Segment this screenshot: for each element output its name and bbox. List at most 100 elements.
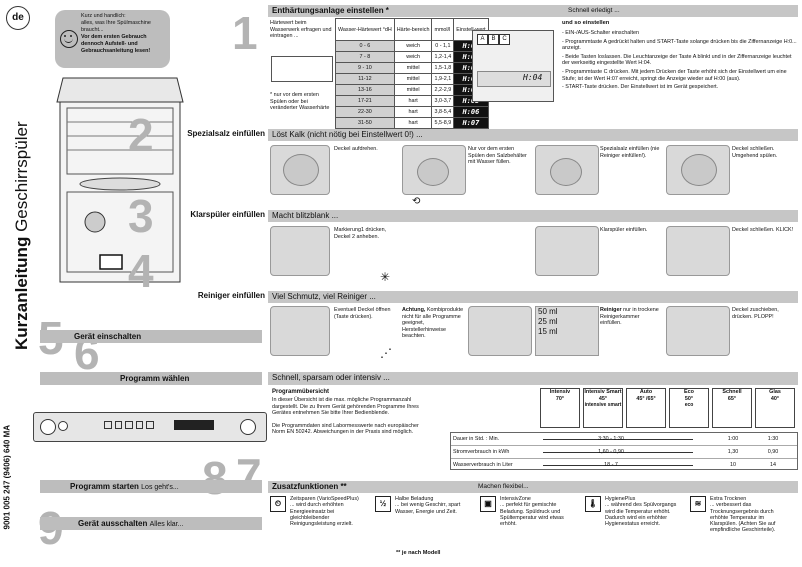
section-3-header: Macht blitzblank ... bbox=[268, 210, 798, 222]
detergent-measure-image: 50 ml 25 ml 15 ml bbox=[535, 306, 599, 356]
step-number-4: 4 bbox=[128, 245, 154, 297]
section-8-label: Programm starten Los geht's... bbox=[70, 482, 179, 491]
detergent-step-4: Deckel zuschieben, drücken. PLOPP! bbox=[732, 307, 779, 320]
program-overview: Programmübersicht In dieser Übersicht is… bbox=[272, 389, 419, 436]
feature-item: ≋Extra Trocknen... verbessert das Trockn… bbox=[690, 496, 792, 534]
program-buttons[interactable] bbox=[104, 421, 154, 431]
section-8-bar: Programm starten Los geht's... bbox=[40, 480, 262, 493]
button-b-label: B bbox=[488, 34, 499, 45]
rinse-step-1: Markierung1 drücken, Deckel 2 anheben. bbox=[334, 227, 387, 240]
section-6-bar: Programm wählen bbox=[40, 372, 262, 385]
hardness-howto: und so einstellen - EIN-/AUS-Schalter ei… bbox=[562, 20, 797, 91]
section-1-header: Enthärtungsanlage einstellen * Schnell e… bbox=[268, 5, 798, 17]
sparkle-icon: ✳ bbox=[380, 270, 391, 284]
section-5-bar: Gerät einschalten bbox=[40, 330, 262, 343]
manual-title: Kurzanleitung Geschirrspüler bbox=[12, 121, 31, 350]
step-number-2: 2 bbox=[128, 109, 154, 161]
detergent-tablet-image bbox=[468, 306, 532, 356]
feature-icon: 🌡 bbox=[585, 496, 601, 512]
hardness-table: Wasser-Härtewert °dH Härte-bereich mmol/… bbox=[335, 18, 489, 129]
rinse-fill-image bbox=[535, 226, 599, 276]
step-number-3: 3 bbox=[128, 190, 154, 242]
feature-icon: ⏲ bbox=[270, 496, 286, 512]
control-panel bbox=[33, 412, 267, 442]
salt-step-4: Deckel schließen. Umgehend spülen. bbox=[732, 146, 778, 159]
power-button[interactable] bbox=[40, 419, 56, 435]
salt-fill-image bbox=[535, 145, 599, 195]
spray-icon: ⋰ bbox=[380, 346, 392, 360]
document-code: 9001 005 247 (9406) 640 MA bbox=[2, 424, 12, 530]
start-button[interactable] bbox=[240, 419, 256, 435]
section-5-label: Gerät einschalten bbox=[74, 332, 142, 341]
model-footnote: ** je nach Modell bbox=[396, 550, 441, 556]
section-4-header: Viel Schmutz, viel Reiniger ... bbox=[268, 291, 798, 303]
feature-item: ▣IntensivZone... perfekt für gemischte B… bbox=[480, 496, 582, 527]
rinse-step-3: Deckel schließen. KLICK! bbox=[732, 227, 794, 233]
rinse-step-2: Klarspüler einfüllen. bbox=[600, 227, 648, 233]
step-number-1: 1 bbox=[232, 7, 258, 59]
button-c-label: C bbox=[499, 34, 510, 45]
section-6-label: Programm wählen bbox=[120, 374, 190, 383]
salt-water-image bbox=[402, 145, 466, 195]
section-9-bar: Gerät ausschalten Alles klar... bbox=[40, 517, 262, 530]
indicator-light bbox=[58, 421, 68, 431]
display-readout: H:04 bbox=[523, 73, 543, 82]
control-panel-detail: A B C H:04 bbox=[472, 30, 554, 102]
rinse-open-image bbox=[270, 226, 330, 276]
section-7-header: Zusatzfunktionen ** Machen flexibel... bbox=[268, 481, 798, 493]
rinse-close-image bbox=[666, 226, 730, 276]
detergent-step-1: Eventuell Deckel öffnen (Taste drücken). bbox=[334, 307, 391, 320]
salt-step-2: Nur vor dem ersten Spülen den Salzbehält… bbox=[468, 146, 527, 166]
salt-step-3: Spezialsalz einfüllen (nie Reiniger einf… bbox=[600, 146, 660, 159]
dishwasher-illustration bbox=[56, 77, 184, 283]
button-a-label: A bbox=[477, 34, 488, 45]
salt-lid-image bbox=[270, 145, 330, 195]
feature-item: 🌡HygienePlus... während des Spülvorgangs… bbox=[585, 496, 687, 527]
feature-item: ⏲Zeitsparen (VarioSpeedPlus)... wird dur… bbox=[270, 496, 372, 527]
section-3-label: Klarspüler einfüllen bbox=[190, 210, 265, 219]
detergent-close-image bbox=[666, 306, 730, 356]
hardness-footnote: * nur vor dem ersten Spülen oder bei ver… bbox=[270, 92, 330, 112]
feature-icon: ½ bbox=[375, 496, 391, 512]
section-9-label: Gerät ausschalten Alles klar... bbox=[78, 519, 184, 528]
section-4-label: Reiniger einfüllen bbox=[197, 291, 265, 300]
hardness-intro: Härtewert beim Wasserwerk erfragen und e… bbox=[270, 20, 332, 40]
detergent-open-image bbox=[270, 306, 330, 356]
section-2-header: Löst Kalk (nicht nötig bei Einstellwert … bbox=[268, 129, 798, 141]
feature-icon: ▣ bbox=[480, 496, 496, 512]
salt-close-image bbox=[666, 145, 730, 195]
step-number-8: 8 bbox=[202, 452, 228, 504]
detergent-warning: Achtung, Kombiprodukte nicht für alle Pr… bbox=[402, 307, 464, 340]
salt-step-1: Deckel aufdrehen. bbox=[334, 146, 378, 152]
hardness-entry-box bbox=[271, 56, 333, 82]
smiley-icon bbox=[60, 30, 78, 48]
feature-list: ⏲Zeitsparen (VarioSpeedPlus)... wird dur… bbox=[270, 496, 798, 554]
detergent-step-3: Reiniger nur in trockene Reinigerkammer … bbox=[600, 307, 659, 327]
section-6-header: Schnell, sparsam oder intensiv ... bbox=[268, 372, 798, 385]
feature-icon: ≋ bbox=[690, 496, 706, 512]
section-2-label: Spezialsalz einfüllen bbox=[187, 129, 265, 138]
refresh-icon: ⟲ bbox=[412, 196, 421, 207]
language-badge: de bbox=[6, 6, 30, 30]
digit-display bbox=[174, 420, 214, 430]
